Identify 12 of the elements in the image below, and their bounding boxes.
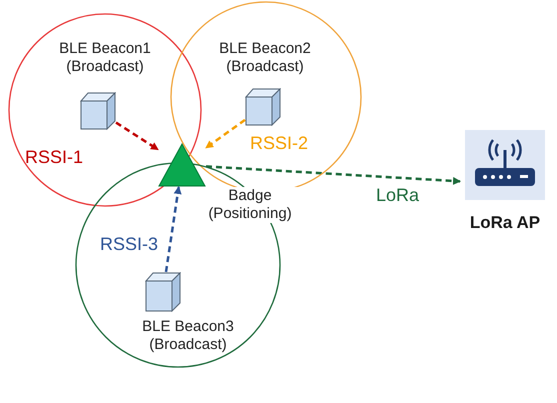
dashed-arrow	[206, 165, 461, 185]
node-label: LoRa AP	[468, 214, 542, 232]
node-label: BLE Beacon3 (Broadcast)	[141, 318, 235, 354]
edge-label: RSSI-1	[25, 148, 84, 166]
dashed-arrow	[164, 186, 182, 272]
dashed-arrow	[205, 118, 246, 149]
node-label: BLE Beacon2 (Broadcast)	[218, 40, 312, 76]
dashed-arrow	[115, 122, 159, 151]
edge-label: RSSI-3	[100, 235, 158, 253]
node-label: BLE Beacon1 (Broadcast)	[58, 40, 152, 76]
edge-label: LoRa	[376, 186, 420, 204]
edge-label: RSSI-2	[250, 134, 308, 152]
